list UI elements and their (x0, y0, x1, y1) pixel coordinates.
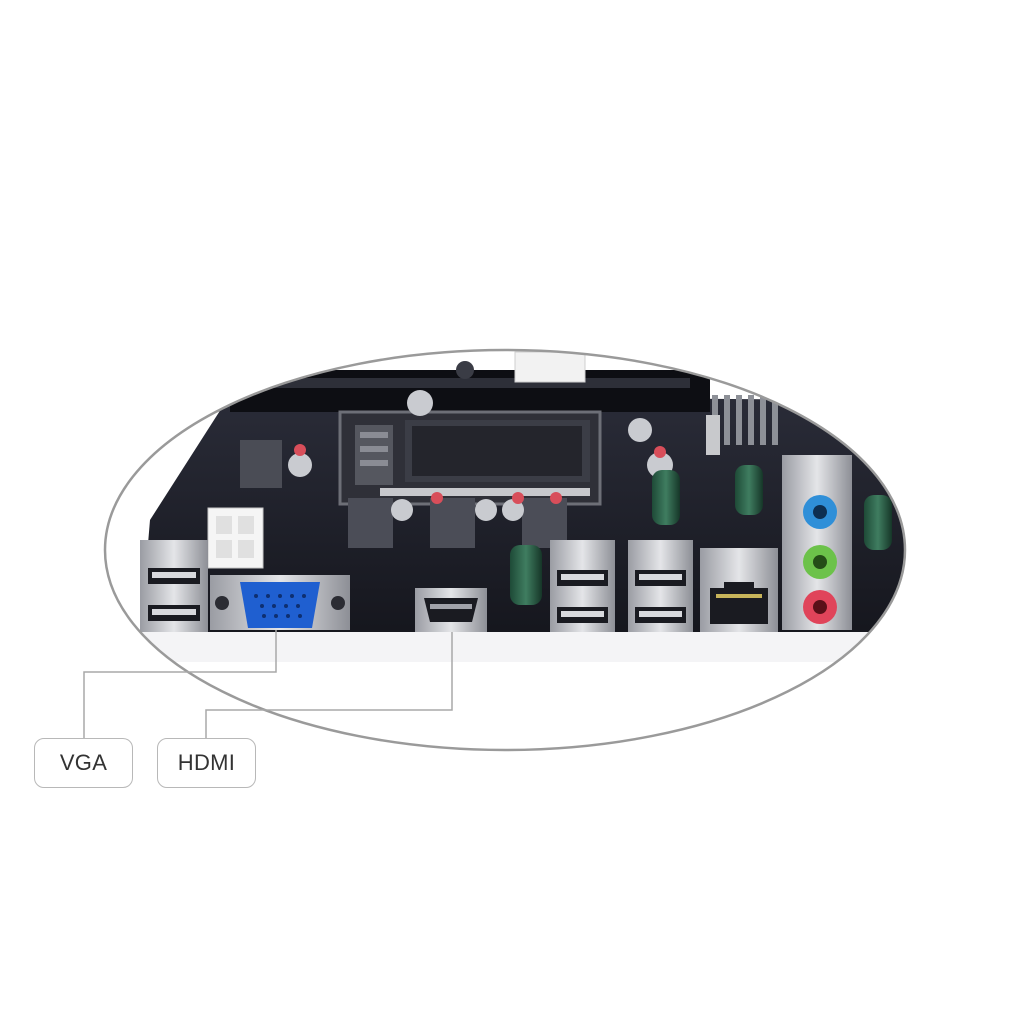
vga-callout-line (83, 630, 277, 738)
ethernet-port-icon (700, 548, 778, 632)
zoom-lens-content (105, 350, 905, 750)
zoom-lens-outline (103, 348, 907, 752)
vga-label-text: VGA (59, 750, 108, 775)
usb-port-icon (550, 540, 615, 632)
usb-port-icon (140, 540, 208, 632)
usb-port-icon (628, 540, 693, 632)
hdmi-label-text: HDMI (177, 750, 236, 775)
audio-jack-icon (782, 455, 852, 630)
vga-label: VGA (34, 738, 133, 788)
vga-port-icon (210, 575, 350, 630)
hdmi-port-icon (415, 588, 487, 632)
hdmi-label: HDMI (157, 738, 256, 788)
hdmi-callout-line (205, 632, 453, 738)
cpu-socket-icon (338, 410, 602, 506)
